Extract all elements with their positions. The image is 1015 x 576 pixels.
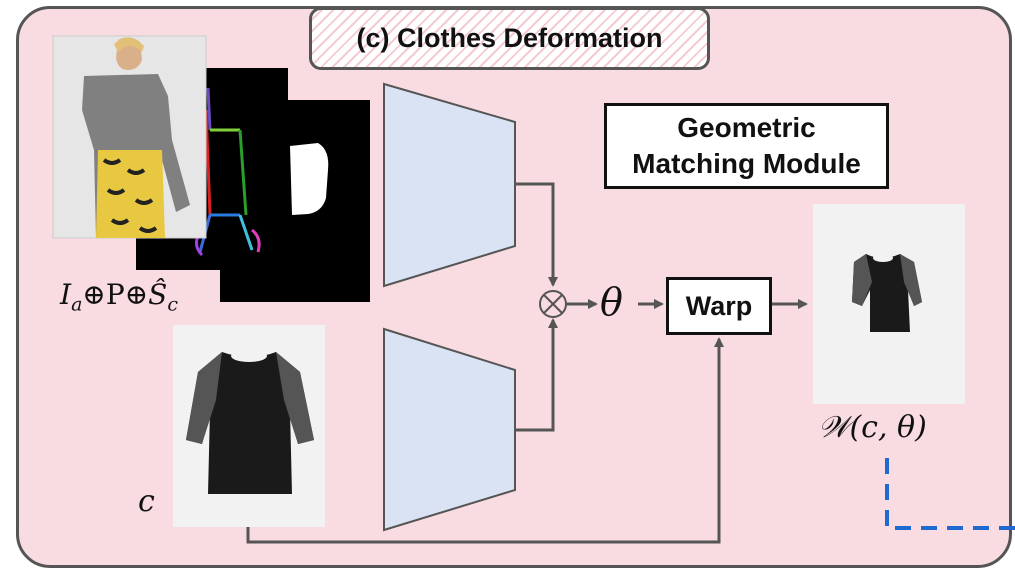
- dashed-output-connector: [885, 458, 1015, 530]
- correlation-operator-icon: [539, 290, 567, 318]
- cloth-image: [173, 325, 325, 527]
- warped-cloth-image: [813, 204, 965, 404]
- input-stack-c: c: [167, 293, 178, 316]
- cloth-label: c: [138, 484, 155, 519]
- warp-box: Warp: [666, 277, 772, 335]
- theta-label: θ: [600, 280, 623, 324]
- module-line2: Matching Module: [632, 148, 861, 179]
- arrow-bottom-to-correlation: [515, 318, 558, 432]
- input-stack-label: Ia⊕P⊕Ŝc: [60, 278, 178, 316]
- person-representation-image: [52, 35, 207, 239]
- arrow-cloth-to-warp: [246, 337, 724, 544]
- module-line1: Geometric: [677, 112, 816, 143]
- encoder-bottom: [383, 327, 516, 532]
- warp-label: Warp: [685, 290, 753, 321]
- output-label: 𝒲(c, θ): [818, 410, 927, 445]
- title-box: (c) Clothes Deformation: [309, 7, 710, 70]
- input-stack-a: a: [71, 293, 83, 316]
- input-stack-S: Ŝ: [148, 278, 168, 311]
- title-text: (c) Clothes Deformation: [356, 23, 663, 53]
- arrow-top-to-correlation: [515, 182, 558, 287]
- geometric-matching-module-box: Geometric Matching Module: [604, 103, 889, 189]
- encoder-top: [383, 82, 516, 288]
- input-stack-mid: ⊕P⊕: [82, 278, 149, 311]
- input-stack-I: I: [60, 278, 72, 311]
